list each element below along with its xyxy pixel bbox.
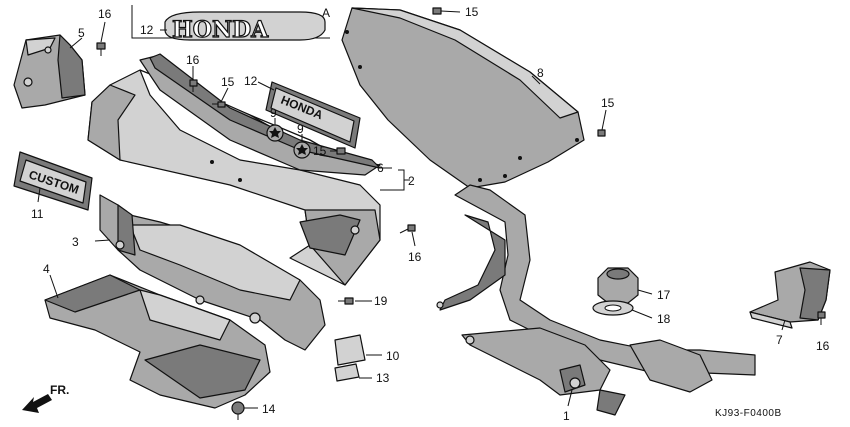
- part-11-custom-emblem: CUSTOM: [13, 151, 93, 211]
- callout-4: 4: [43, 262, 50, 276]
- callout-17: 17: [657, 288, 671, 302]
- callout-15-b: 15: [313, 144, 327, 158]
- callout-12-a: 12: [140, 23, 154, 37]
- callout-19: 19: [374, 294, 388, 308]
- part-5-cover: [13, 34, 86, 109]
- callout-7: 7: [776, 333, 783, 347]
- front-direction-arrow: FR.: [22, 383, 69, 413]
- part-18-washer: [592, 300, 634, 316]
- callout-1: 1: [563, 409, 570, 423]
- part-1-frame-stay: [436, 184, 756, 416]
- fasteners: [96, 7, 826, 420]
- honda-top-text: HONDA: [172, 17, 269, 43]
- emblem-suffix-a: A: [322, 6, 330, 20]
- callout-5: 5: [78, 26, 85, 40]
- leader-lines: [37, 10, 786, 409]
- callout-9-a: 9: [270, 106, 277, 120]
- callout-10: 10: [386, 349, 400, 363]
- callout-2: 2: [408, 174, 415, 188]
- part-9-badges: [266, 124, 311, 159]
- part-10-pad: [334, 334, 366, 366]
- callout-16-c: 16: [408, 250, 422, 264]
- callout-16-a: 16: [98, 7, 112, 21]
- part-3-inner-cover: [99, 194, 326, 351]
- honda-emblem-top: HONDA A: [131, 5, 330, 44]
- callout-16-b: 16: [186, 53, 200, 67]
- callout-15-a: 15: [221, 75, 235, 89]
- part-7-right-cover: [749, 261, 831, 329]
- callout-numbers: 16 5 12 16 15 12 9 9 15 15 8 15 6 2 11 3…: [31, 5, 830, 423]
- callout-6: 6: [377, 161, 384, 175]
- callout-16-d: 16: [816, 339, 830, 353]
- callout-15-d: 15: [601, 96, 615, 110]
- part-13-pad: [334, 363, 360, 382]
- part-17-nut: [597, 267, 639, 304]
- callout-18: 18: [657, 312, 671, 326]
- callout-14: 14: [262, 402, 276, 416]
- callout-12-b: 12: [244, 74, 258, 88]
- diagram-code: KJ93-F0400B: [715, 408, 782, 419]
- part-8-windscreen: [341, 7, 585, 189]
- callout-11: 11: [31, 207, 44, 221]
- callout-9-b: 9: [297, 122, 304, 136]
- callout-13: 13: [376, 371, 390, 385]
- fr-label: FR.: [50, 383, 69, 397]
- callout-15-c: 15: [465, 5, 479, 19]
- callout-3: 3: [72, 235, 79, 249]
- callout-8: 8: [537, 66, 544, 80]
- part-4-lower-bracket: [44, 274, 271, 409]
